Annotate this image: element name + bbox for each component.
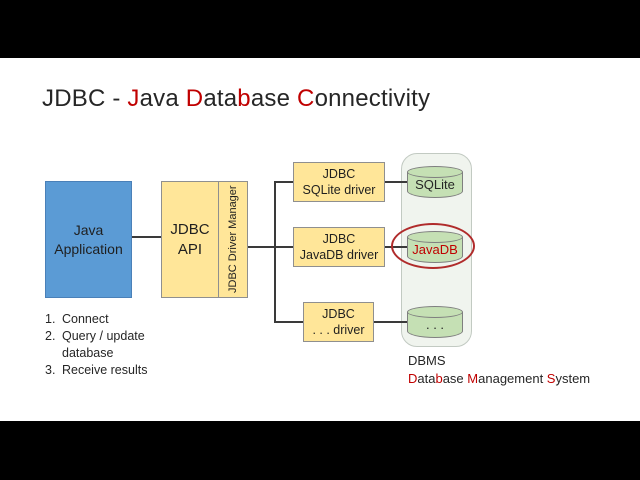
- database-cylinder-sqlite: SQLite: [407, 166, 463, 198]
- slide: JDBC - Java Database Connectivity Java A…: [0, 58, 640, 421]
- database-label-other: . . .: [425, 317, 445, 332]
- java-application-label-line1: Java: [73, 221, 104, 238]
- javadb-driver-line2: JavaDB driver: [299, 248, 379, 262]
- jdbc-api-label-line2: API: [177, 240, 203, 258]
- connector-dots-driver-to-db: [374, 321, 407, 323]
- cylinder-top: [407, 166, 463, 178]
- java-application-label-line2: Application: [54, 240, 123, 257]
- jdbc-other-driver-box: JDBC . . . driver: [303, 302, 374, 342]
- dbms-full-name: Database Management System: [408, 370, 591, 386]
- jdbc-api-label-line1: JDBC: [170, 220, 210, 238]
- sqlite-driver-line2: SQLite driver: [302, 183, 376, 197]
- step-text: Connect: [62, 312, 109, 326]
- other-driver-line1: JDBC: [322, 307, 355, 321]
- jdbc-api-label: JDBC API: [162, 182, 218, 297]
- step-connect: 1. Connect: [45, 311, 158, 328]
- connector-sqlite-driver-to-db: [385, 181, 407, 183]
- steps-list: 1. Connect 2. Query / update database 3.…: [45, 311, 158, 379]
- jdbc-api-box: JDBC API JDBC Driver Manager: [161, 181, 248, 298]
- step-number: 3.: [45, 363, 56, 377]
- connector-branch-sqlite-driver: [275, 181, 293, 183]
- connector-trunk-vertical: [274, 181, 276, 323]
- cylinder-top: [407, 306, 463, 318]
- connector-app-to-api: [132, 236, 161, 238]
- jdbc-driver-manager-strip: JDBC Driver Manager: [218, 182, 247, 297]
- jdbc-sqlite-driver-box: JDBC SQLite driver: [293, 162, 385, 202]
- connector-branch-dots-driver: [275, 321, 303, 323]
- jdbc-driver-manager-label: JDBC Driver Manager: [227, 185, 239, 294]
- other-driver-line2: . . . driver: [312, 323, 365, 337]
- step-text: Receive results: [62, 363, 148, 377]
- javadb-driver-line1: JDBC: [322, 232, 356, 246]
- connector-manager-to-javadb-driver: [248, 246, 293, 248]
- dbms-caption: DBMS Database Management System: [408, 352, 590, 387]
- database-cylinder-other: . . .: [407, 306, 463, 338]
- jdbc-javadb-driver-box: JDBC JavaDB driver: [293, 227, 385, 267]
- sqlite-driver-line1: JDBC: [322, 167, 356, 181]
- letterbox-bottom: [0, 421, 640, 480]
- step-text: Query / update database: [62, 329, 145, 360]
- step-number: 1.: [45, 312, 56, 326]
- step-number: 2.: [45, 329, 56, 343]
- slide-title: JDBC - Java Database Connectivity: [42, 85, 431, 112]
- dbms-abbrev: DBMS: [408, 353, 446, 368]
- java-application-box: Java Application: [45, 181, 132, 298]
- letterbox-top: [0, 0, 640, 58]
- database-label-sqlite: SQLite: [415, 177, 455, 192]
- step-query-update: 2. Query / update database: [45, 328, 158, 362]
- step-receive-results: 3. Receive results: [45, 362, 158, 379]
- javadb-highlight-ellipse: [391, 223, 475, 269]
